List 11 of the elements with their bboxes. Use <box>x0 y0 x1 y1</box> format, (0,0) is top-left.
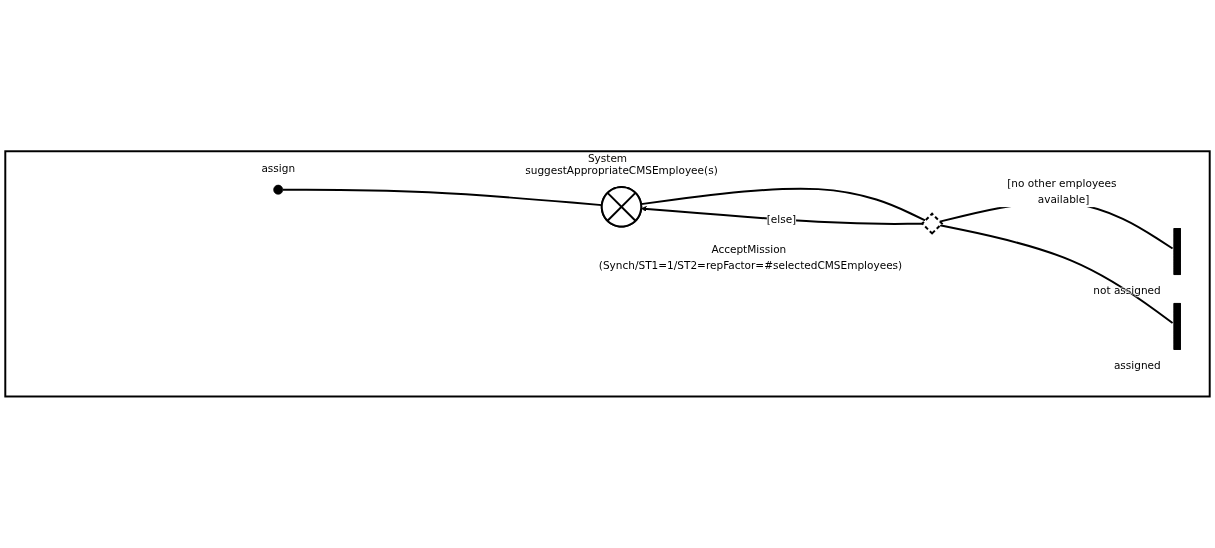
node-label: assigned <box>1113 359 1161 372</box>
node-diamond <box>920 212 944 235</box>
node-label: suggestAppropriateCMSEmployee(s) <box>525 164 718 177</box>
connector <box>281 188 603 207</box>
node-circle <box>273 184 284 195</box>
node-label: assign <box>261 162 296 175</box>
connector <box>640 187 927 222</box>
node-label: AcceptMission (Synch/ST1=1/ST2=repFactor=#selectedCMSEmployees) <box>598 243 903 272</box>
edge-label: [no other employees available] <box>1007 177 1117 206</box>
arrow <box>640 206 923 226</box>
edge-label: [else] <box>766 213 797 227</box>
